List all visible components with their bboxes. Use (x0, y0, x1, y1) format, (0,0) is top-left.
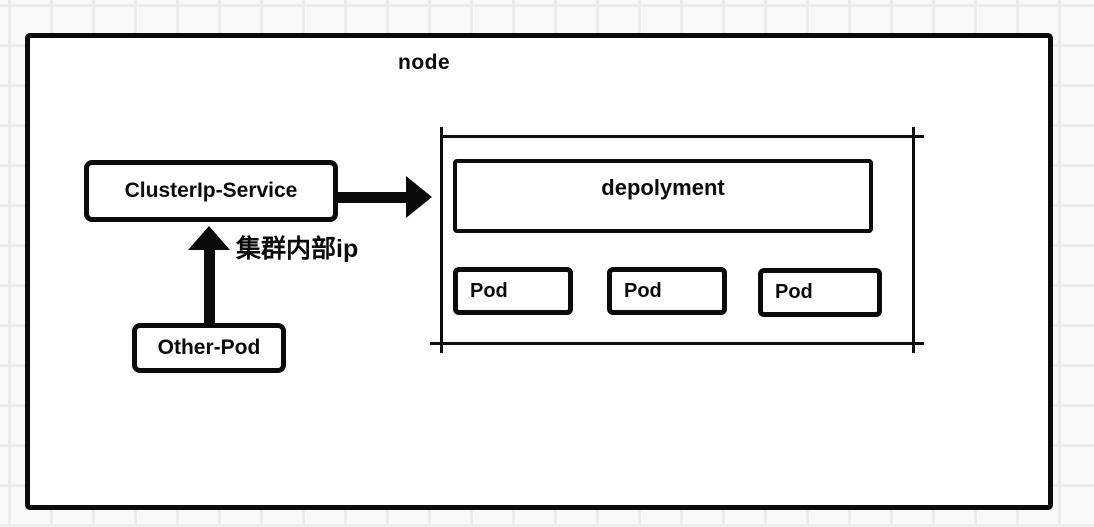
other-pod-box: Other-Pod (132, 323, 286, 373)
deployment-label: depolyment (601, 175, 725, 200)
group-frame-left-line (440, 127, 443, 353)
clusterip-service-label: ClusterIp-Service (124, 179, 298, 202)
pod-box-2: Pod (607, 267, 727, 315)
arrow-up-shaft (204, 249, 215, 323)
arrow-right-shaft (337, 192, 408, 203)
group-frame-top-line (441, 135, 924, 138)
group-frame-bottom-line (430, 342, 924, 345)
arrow-up-head-icon (188, 226, 230, 250)
pod-box-1: Pod (453, 267, 573, 315)
cluster-internal-ip-label: 集群内部ip (236, 235, 359, 263)
pod-box-3: Pod (758, 268, 882, 317)
pod-label: Pod (470, 279, 508, 302)
arrow-right-head-icon (406, 176, 432, 218)
node-label: node (398, 51, 451, 74)
pod-label: Pod (624, 279, 662, 302)
clusterip-service-box: ClusterIp-Service (84, 160, 338, 222)
pod-label: Pod (775, 281, 813, 303)
group-frame-right-line (912, 127, 915, 353)
other-pod-label: Other-Pod (157, 336, 261, 359)
deployment-box: depolyment (453, 159, 873, 233)
